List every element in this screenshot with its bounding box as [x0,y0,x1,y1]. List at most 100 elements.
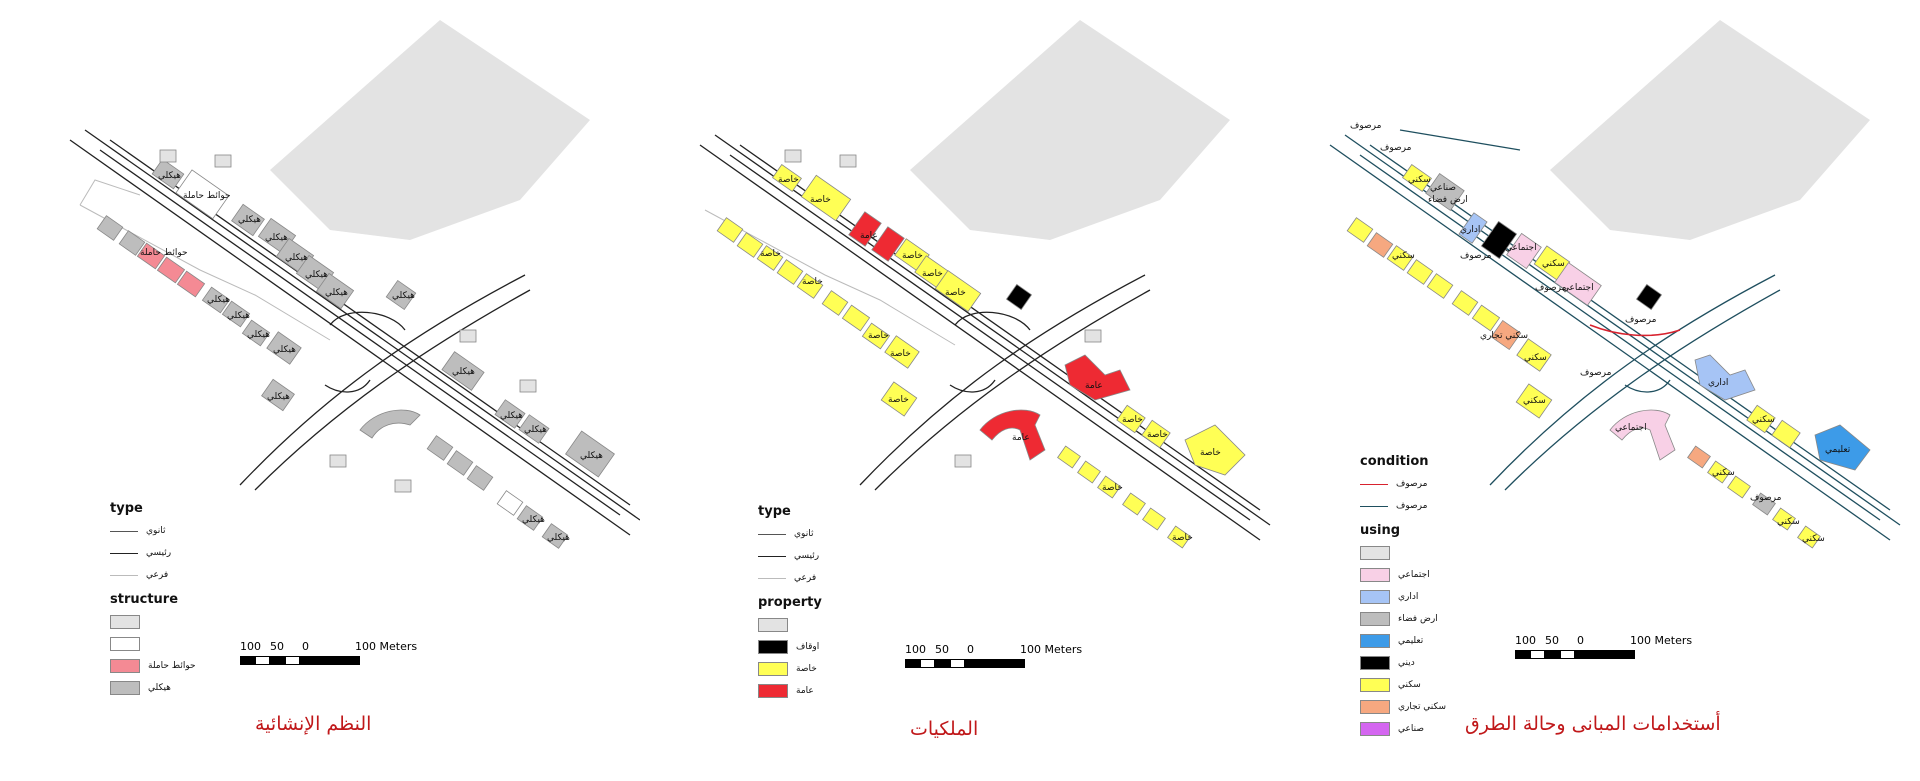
legend-road-label: رئيسي [146,548,172,558]
legend-road-item: فرعي [758,567,822,589]
legend-fill-item [758,614,822,636]
building-label: هيكلي [500,411,523,421]
building-label: خاصة [890,349,911,359]
panel-property: خاصة خاصة عامة خاصة خاصة خاصة خاصة خاصة … [640,0,1280,781]
building-labels: سكني صناعي ارض فضاء اداري اجتماعي سكني ا… [1392,175,1851,544]
building-label: اداري [1460,225,1480,235]
property-legend: type ثانوي رئيسي فرعي property اوقاف خاص… [758,498,822,702]
property-map: خاصة خاصة عامة خاصة خاصة خاصة خاصة خاصة … [699,20,1271,549]
legend-road-item: رئيسي [110,542,196,564]
building-label: اجتماعي [1505,243,1537,253]
legend-road-label: ثانوي [794,529,814,539]
scale-label: 50 [1545,634,1559,647]
legend-road-title: condition [1360,454,1429,469]
building-label: خاصة [1200,448,1221,458]
building-label: اجتماعي [1615,423,1647,433]
secondary-roads [79,179,331,341]
legend-road-label: رئيسي [794,551,820,561]
building-label: سكني [1712,468,1735,478]
road-label: مرصوف [1380,143,1412,153]
legend-fill-label: اوقاف [796,642,820,652]
legend-fill-item: اوقاف [758,636,822,658]
legend-road-item: مرصوف [1360,473,1446,495]
building-label: هيكلي [273,345,296,355]
building-label: هيكلي [247,330,270,340]
open-land-block [910,20,1230,240]
building-label: سكني [1802,534,1825,544]
legend-fill-label: اداري [1398,592,1419,602]
legend-road-label: فرعي [146,570,169,580]
legend-fill-item: اجتماعي [1360,564,1446,586]
scale-label: 100 [240,640,261,653]
scale-label: 50 [935,643,949,656]
legend-road-item: ثانوي [758,523,822,545]
building-label: هيكلي [267,392,290,402]
legend-fill-label: هيكلي [148,683,171,693]
open-land-block [270,20,590,240]
legend-fill-label: حوائط حاملة [148,661,196,671]
building-label: هيكلي [158,171,181,181]
building-label: خاصة [1147,430,1168,440]
legend-fill-label: تعليمي [1398,636,1424,646]
building-label: هيكلي [524,425,547,435]
building-label: سكني [1523,396,1546,406]
road-label: مرصوف [1350,121,1382,131]
legend-road-title: type [758,504,791,519]
legend-fill-label: اجتماعي [1398,570,1430,580]
legend-fill-item: عامة [758,680,822,702]
legend-fill-label: سكني تجاري [1398,702,1447,712]
red-road-segment [1589,324,1681,337]
building-label: هيكلي [227,311,250,321]
building-label: سكني [1392,251,1415,261]
building-label: سكني [1542,259,1565,269]
secondary-roads [704,209,956,346]
scale-bar [905,659,1105,668]
building-label: خاصة [802,277,823,287]
building-label: هيكلي [547,533,570,543]
legend-fill-item: تعليمي [1360,630,1446,652]
legend-fill-label: سكني [1398,680,1421,690]
building-labels: خاصة خاصة عامة خاصة خاصة خاصة خاصة خاصة … [760,175,1221,543]
scale-label: 0 [1577,634,1584,647]
structure-legend: type ثانوي رئيسي فرعي structure حوائط حا… [110,495,196,699]
property-scalebar: 100 50 0 100 Meters [905,643,1105,668]
building-label: خاصة [922,269,943,279]
legend-fill-item: صناعي [1360,718,1446,740]
building-label: هيكلي [305,270,328,280]
panel-using: سكني صناعي ارض فضاء اداري اجتماعي سكني ا… [1280,0,1920,781]
legend-road-label: مرصوف [1396,501,1428,511]
using-legend: condition مرصوف مرصوف using اجتماعي ادار… [1360,448,1446,740]
property-caption: الملكيات [910,718,979,740]
building-label: صناعي [1430,183,1456,193]
scale-label: 100 Meters [1020,643,1083,656]
scale-label: 0 [302,640,309,653]
legend-road-title: type [110,501,143,516]
scale-label: 50 [270,640,284,653]
building-label: عامة [1012,433,1030,443]
legend-fill-label: ارض فضاء [1398,614,1438,624]
legend-fill-item [110,633,196,655]
legend-fill-item: حوائط حاملة [110,655,196,677]
buildings [96,149,615,549]
legend-road-item: رئيسي [758,545,822,567]
legend-road-label: فرعي [794,573,817,583]
legend-fill-title: property [758,595,822,610]
legend-fill-label: ديني [1398,658,1415,668]
legend-fill-label: صناعي [1398,724,1424,734]
scale-label: 100 [905,643,926,656]
road-labels: مرصوف مرصوف مرصوف مرصوف مرصوف مرصوف مرصو… [1350,121,1782,503]
scale-label: 0 [967,643,974,656]
legend-fill-item: هيكلي [110,677,196,699]
legend-road-item: ثانوي [110,520,196,542]
building-label: عامة [860,231,878,241]
legend-road-item: مرصوف [1360,495,1446,517]
building-label: خاصة [902,251,923,261]
legend-road-label: مرصوف [1396,479,1428,489]
scale-label: 100 Meters [1630,634,1693,647]
using-caption: أستخدامات المبانى وحالة الطرق [1465,713,1721,735]
legend-fill-label: عامة [796,686,814,696]
scale-label: 100 [1515,634,1536,647]
building-label: هيكلي [580,451,603,461]
scale-bar [1515,650,1715,659]
building-label: حوائط حاملة [183,191,231,201]
